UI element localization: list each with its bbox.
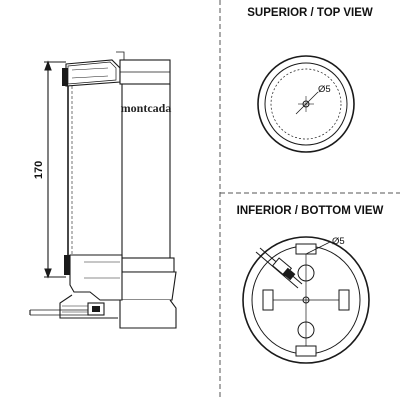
bottom-section: [59, 254, 123, 319]
top-flange: [62, 59, 121, 87]
top-inner-rim: [264, 62, 348, 146]
valve-stem: [29, 309, 88, 316]
top-view: [257, 55, 355, 153]
height-dimension: [44, 60, 66, 279]
top-view-title: SUPERIOR / TOP VIEW: [247, 7, 373, 19]
view-separators: [219, 0, 400, 400]
bottom-boss-top: [297, 264, 315, 282]
top-outer-rim: [257, 55, 355, 153]
height-dimension-label: 170: [33, 161, 45, 179]
side-view: [29, 51, 177, 329]
bottom-hole-diameter: Ø5: [332, 236, 345, 247]
bottom-spokes: [262, 243, 350, 357]
bottom-boss-bottom: [297, 321, 315, 339]
top-dashed-circle: [270, 68, 342, 140]
bottom-view: [242, 236, 370, 364]
main-body: [67, 84, 171, 258]
top-cap: [116, 51, 171, 85]
bottom-view-title: INFERIOR / BOTTOM VIEW: [237, 205, 384, 217]
bottom-valve-fitting: [255, 247, 303, 289]
brand-label: montcada: [121, 101, 172, 115]
top-hole-diameter: Ø5: [318, 84, 331, 95]
bottom-outer-rim: [242, 236, 370, 364]
bottom-collar: [117, 257, 177, 329]
bottom-center-hole: [302, 296, 310, 304]
